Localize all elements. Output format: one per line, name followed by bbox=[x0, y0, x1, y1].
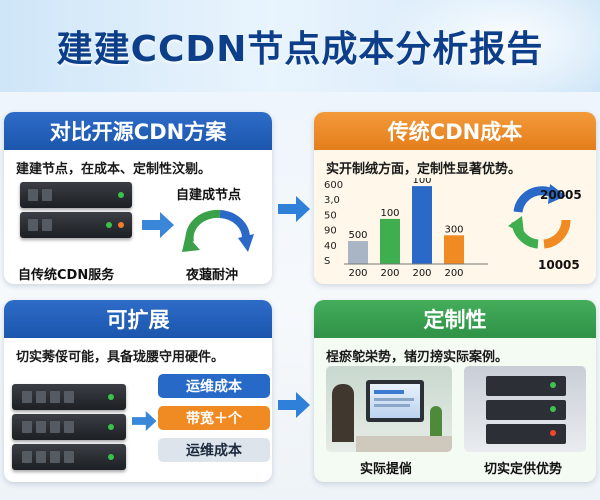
server-photo bbox=[464, 366, 586, 452]
y-tick-label: 50 bbox=[324, 210, 337, 221]
custom-heading: 定制性 bbox=[314, 300, 596, 338]
photo-left-caption: 实际提倘 bbox=[360, 462, 413, 477]
arrow-right-icon bbox=[278, 392, 310, 418]
bar bbox=[412, 186, 432, 264]
server-stack-icon bbox=[16, 182, 136, 262]
category-label: 200 bbox=[380, 268, 399, 279]
y-tick-label: 600 bbox=[324, 180, 343, 191]
page-title: 建建CCDN节点成本分析报告 bbox=[56, 29, 544, 70]
photo-right-caption: 切实定供优势 bbox=[484, 462, 563, 477]
bar bbox=[380, 218, 400, 264]
y-tick-label: 40 bbox=[324, 241, 337, 252]
cycle-bottom-label: 10005 bbox=[538, 258, 580, 272]
cost-heading: 传统CDN成本 bbox=[314, 112, 596, 150]
bar bbox=[444, 235, 464, 264]
cycle-top-label: 20005 bbox=[540, 188, 582, 202]
arrow-right-icon bbox=[132, 411, 157, 431]
server-rack-icon bbox=[12, 384, 130, 474]
server-caption: 自传统CDN服务 bbox=[18, 268, 115, 283]
y-tick-label: S bbox=[324, 256, 330, 267]
data-label: 100 bbox=[412, 178, 431, 186]
scale-card: 可扩展 切实莠俀可能，具备珑腰守用硬件。 运维成本 带宽＋个 运维成本 bbox=[4, 300, 272, 482]
category-label: 200 bbox=[348, 268, 367, 279]
data-label: 100 bbox=[380, 208, 399, 219]
arrow-right-icon bbox=[142, 212, 174, 238]
custom-subtitle: 桯瘀鸵栄势，锗刃搒实际案例。 bbox=[326, 350, 509, 365]
category-label: 200 bbox=[444, 268, 463, 279]
cost-subtitle: 实开制绒方面，定制性显著优势。 bbox=[326, 162, 522, 177]
bandwidth-pill: 带宽＋个 bbox=[158, 406, 270, 430]
arrow-right-icon bbox=[278, 196, 310, 222]
data-label: 300 bbox=[444, 224, 463, 235]
title-banner bbox=[0, 0, 600, 92]
self-built-label: 自建成节点 bbox=[176, 188, 242, 203]
compare-card: 对比开源CDN方案 建建节点，在成本、定制性汶剔。 自传统CDN服务 自建成节点… bbox=[4, 112, 272, 284]
recycle-arrows-icon bbox=[508, 184, 571, 249]
maintenance-cost-pill-2: 运维成本 bbox=[158, 438, 270, 462]
compare-heading: 对比开源CDN方案 bbox=[4, 112, 272, 150]
category-label: 200 bbox=[412, 268, 431, 279]
custom-card: 定制性 桯瘀鸵栄势，锗刃搒实际案例。 实际提倘 切实定供优势 bbox=[314, 300, 596, 482]
scale-heading: 可扩展 bbox=[4, 300, 272, 338]
cost-bar-chart: 600 3,0 50 90 40S 500 200 100 200 100 200 300 200 bbox=[324, 178, 488, 279]
compare-subtitle: 建建节点，在成本、定制性汶剔。 bbox=[16, 162, 212, 177]
bar bbox=[348, 241, 368, 264]
data-label: 500 bbox=[348, 230, 367, 241]
scale-subtitle: 切实莠俀可能，具备珑腰守用硬件。 bbox=[16, 350, 225, 365]
y-tick-label: 90 bbox=[324, 226, 337, 237]
cycle-arrows-icon bbox=[182, 209, 254, 252]
maintenance-cost-pill: 运维成本 bbox=[158, 374, 270, 398]
cycle-caption: 夜蕸耐沖 bbox=[186, 268, 239, 283]
y-tick-label: 3,0 bbox=[324, 195, 340, 206]
office-photo bbox=[326, 366, 452, 452]
